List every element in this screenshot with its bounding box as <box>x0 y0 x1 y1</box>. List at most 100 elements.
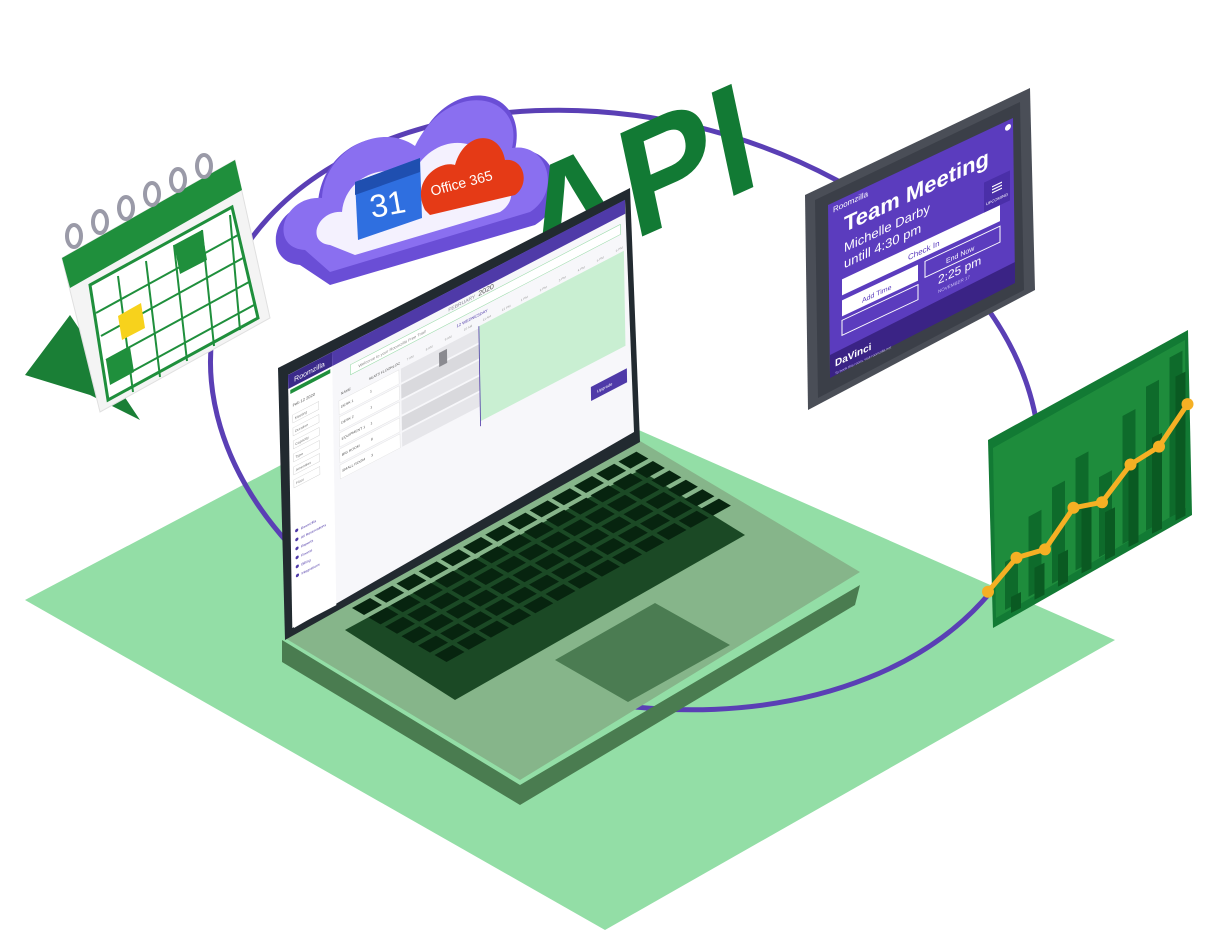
sidebar-menu-item[interactable]: Rooms <box>301 548 312 558</box>
chart-point <box>1181 398 1194 411</box>
sidebar-menu-item[interactable]: Billing <box>301 558 310 567</box>
keyboard-key <box>573 550 604 568</box>
add-time-button[interactable] <box>842 264 918 317</box>
keyboard-key <box>584 507 615 524</box>
booking-slot[interactable] <box>401 376 480 431</box>
keyboard-key <box>551 488 582 506</box>
keyboard-key <box>596 463 627 481</box>
time-label: 11 AM <box>483 314 492 322</box>
keyboard-key <box>590 485 621 503</box>
keyboard-key <box>401 626 432 644</box>
chart-point <box>982 585 994 598</box>
time-label: 4 PM <box>578 265 585 273</box>
chart-bar <box>1081 504 1092 574</box>
keyboard-key <box>579 528 610 546</box>
time-label: 6 PM <box>616 245 623 253</box>
table-row[interactable] <box>338 369 400 416</box>
keyboard-key <box>612 473 643 491</box>
keyboard-key <box>423 614 454 631</box>
time-label: 5 PM <box>597 255 604 263</box>
keyboard-key <box>634 461 665 478</box>
keyboard-key <box>390 595 421 613</box>
keyboard-key <box>485 524 516 542</box>
room-seats-cell: 1 <box>371 421 373 426</box>
room-seats-cell: 1 <box>370 389 372 394</box>
table-row[interactable] <box>339 433 401 480</box>
keyboard-key <box>523 522 554 539</box>
keyboard-key <box>456 632 487 650</box>
room-seats-cell: 8 <box>371 437 373 442</box>
filter-label: Capacity <box>295 435 309 446</box>
keyboard-key <box>484 599 515 616</box>
time-label: 2 PM <box>540 285 547 293</box>
keyboard-key <box>623 504 654 522</box>
table-row[interactable] <box>338 385 400 432</box>
keyboard-key <box>656 523 687 540</box>
menu-bullet-icon <box>295 573 300 578</box>
time-label: 3 PM <box>559 275 566 283</box>
column-header: FLOOR <box>381 365 393 375</box>
menu-bullet-icon <box>295 546 299 551</box>
time-label: 7 AM <box>407 354 414 361</box>
filter-select[interactable] <box>293 440 320 463</box>
filter-list: MeetingDurationCapacityTypeAmenitiesFloo… <box>292 401 321 489</box>
menu-bullet-icon <box>295 537 299 542</box>
column-header: LOC <box>393 361 401 369</box>
menu-bullet-icon <box>295 555 299 560</box>
chart-point <box>1124 458 1137 471</box>
keyboard-key <box>368 607 399 625</box>
filter-select[interactable] <box>292 414 320 437</box>
end-now-button[interactable] <box>924 225 1001 279</box>
keyboard-key <box>595 538 626 555</box>
filter-label: Type <box>295 452 303 460</box>
keyboard-key <box>479 546 510 564</box>
keyboard-key <box>478 620 509 638</box>
upgrade-button[interactable] <box>590 368 628 402</box>
info-icon <box>1005 124 1011 131</box>
keyboard-key <box>629 482 660 500</box>
keyboard-key <box>618 451 649 469</box>
app-screen: Roomzilla Feb 12 2020 MeetingDurationCap… <box>288 199 628 628</box>
keyboard-key <box>546 509 577 527</box>
chart-point <box>1153 440 1165 453</box>
chart-bar <box>1175 371 1186 521</box>
keyboard-key <box>567 571 598 589</box>
time-label: 1 PM <box>521 295 528 303</box>
sidebar-menu-item[interactable]: Reports <box>301 539 313 549</box>
chart-bar <box>1011 592 1021 613</box>
reservation-block[interactable] <box>438 348 448 368</box>
upcoming-button[interactable] <box>984 170 1010 213</box>
booking-slot[interactable] <box>401 392 481 447</box>
keyboard-key <box>617 525 648 543</box>
table-row[interactable] <box>339 417 401 464</box>
keyboard-key <box>612 547 643 565</box>
keyboard-key <box>662 501 693 519</box>
chart-point <box>1010 551 1023 564</box>
chart-bar <box>1105 507 1115 561</box>
hamburger-menu-icon <box>992 181 1002 194</box>
booking-slot[interactable] <box>401 344 480 399</box>
keyboard-key <box>445 601 476 619</box>
filter-select[interactable] <box>292 427 320 450</box>
keyboard-key <box>407 604 438 622</box>
keyboard-keys <box>352 451 731 662</box>
keyboard-key <box>396 573 427 591</box>
room-seats-cell: 1 <box>370 405 372 410</box>
keyboard-key <box>523 596 554 614</box>
table-row[interactable] <box>339 401 400 448</box>
column-header: NAME <box>341 387 352 396</box>
filter-select[interactable] <box>293 466 321 489</box>
keyboard-key <box>678 510 709 528</box>
booking-slot[interactable] <box>401 360 480 415</box>
keyboard-key <box>418 561 449 579</box>
keyboard-key <box>385 616 415 634</box>
keyboard-key <box>512 565 543 583</box>
filter-select[interactable] <box>292 401 320 424</box>
check-in-button[interactable] <box>842 205 1000 296</box>
time-label: 10 AM <box>464 324 473 332</box>
chart-point <box>1096 496 1108 509</box>
room-name-cell: DESK 2 <box>341 415 353 425</box>
filter-select[interactable] <box>293 453 320 476</box>
keyboard-key <box>551 562 582 580</box>
time-label: 9 AM <box>445 334 452 341</box>
